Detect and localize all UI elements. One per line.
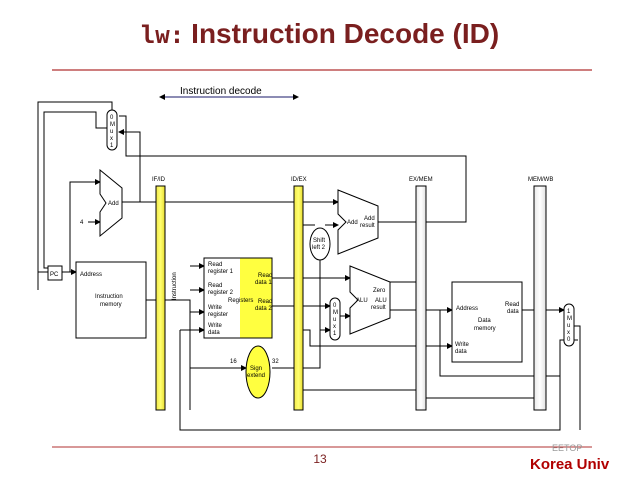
svg-text:Read: Read [208,262,222,268]
mux-wb: 1 M u x 0 [563,303,575,347]
svg-text:1: 1 [110,143,114,149]
svg-text:EX/MEM: EX/MEM [409,177,433,183]
instruction-memory: Address Instruction memory [75,261,147,339]
mux-ex: 0 M u x 1 [329,297,341,341]
pipeline-register-idex: ID/EX [291,177,307,411]
title-prefix: lw: [140,21,185,49]
svg-text:u: u [333,317,336,323]
sign-extend: Sign extend [245,345,271,399]
svg-text:memory: memory [474,326,496,332]
svg-text:1: 1 [567,309,571,315]
svg-text:PC: PC [50,272,59,278]
svg-text:register: register [208,312,228,318]
brand-logo-text: Korea Univ [530,456,610,473]
pipeline-register-exmem: EX/MEM [409,177,433,411]
svg-text:Shift: Shift [313,238,325,244]
svg-text:register 2: register 2 [208,290,234,296]
watermark: EETOP [552,443,583,453]
svg-text:MEM/WB: MEM/WB [528,177,553,183]
svg-text:data: data [455,349,467,355]
svg-text:ALU: ALU [375,298,387,304]
pc-register: PC [47,265,63,281]
svg-text:data: data [507,309,519,315]
svg-text:0: 0 [333,303,337,309]
svg-text:data 1: data 1 [255,280,272,286]
svg-text:memory: memory [100,302,122,308]
svg-text:ALU: ALU [356,298,368,304]
adder-ex: Add Add result [337,189,379,255]
slide-title: lw: Instruction Decode (ID) [0,18,640,51]
pipeline-register-ifid: IF/ID [152,177,166,411]
sign-extend-out-bits: 32 [272,359,279,365]
register-file: Read register 1 Read register 2 Write re… [203,257,273,339]
stage-banner: Instruction decode [180,86,262,97]
svg-text:data 2: data 2 [255,306,272,312]
svg-text:Add: Add [364,216,375,222]
svg-text:0: 0 [567,337,571,343]
svg-text:Zero: Zero [373,288,386,294]
svg-text:result: result [360,223,375,229]
svg-text:M: M [567,316,572,322]
wires [37,101,581,431]
svg-text:Address: Address [456,306,478,312]
sign-extend-in-bits: 16 [230,359,237,365]
page-number: 13 [313,452,327,466]
svg-text:Address: Address [80,272,102,278]
svg-text:Read: Read [208,283,222,289]
svg-text:M: M [333,310,338,316]
svg-text:Data: Data [478,318,491,324]
svg-text:x: x [567,330,570,336]
svg-text:u: u [567,323,570,329]
svg-text:Add: Add [108,201,119,207]
const-four: 4 [80,220,84,226]
svg-text:x: x [333,324,336,330]
adder-if: Add [99,168,123,238]
svg-text:Read: Read [258,273,272,279]
svg-text:left 2: left 2 [312,245,326,251]
pipeline-register-memwb: MEM/WB [528,177,553,411]
svg-text:1: 1 [333,331,337,337]
svg-text:ID/EX: ID/EX [291,177,307,183]
svg-text:register 1: register 1 [208,269,234,275]
instruction-label: Instruction [172,272,178,300]
svg-text:data: data [208,330,220,336]
svg-text:IF/ID: IF/ID [152,177,166,183]
svg-text:Instruction: Instruction [95,294,123,300]
shift-left-2: Shift left 2 [309,227,331,261]
svg-text:Read: Read [505,302,519,308]
svg-text:Write: Write [455,342,470,348]
svg-text:Write: Write [208,323,223,329]
mux-if: 0 M u x 1 [106,109,118,151]
svg-text:result: result [371,305,386,311]
svg-text:u: u [110,129,113,135]
alu: ALU Zero ALU result [349,265,391,335]
svg-text:extend: extend [247,373,265,379]
svg-text:Write: Write [208,305,223,311]
title-text: Instruction Decode (ID) [191,18,500,49]
svg-text:x: x [110,136,113,142]
svg-text:Add: Add [347,220,358,226]
svg-text:Read: Read [258,299,272,305]
svg-text:Sign: Sign [250,366,262,372]
svg-text:Registers: Registers [228,298,253,304]
svg-text:0: 0 [110,115,114,121]
svg-text:M: M [110,122,115,128]
data-memory: Address Read data Data memory Write data [451,281,523,363]
